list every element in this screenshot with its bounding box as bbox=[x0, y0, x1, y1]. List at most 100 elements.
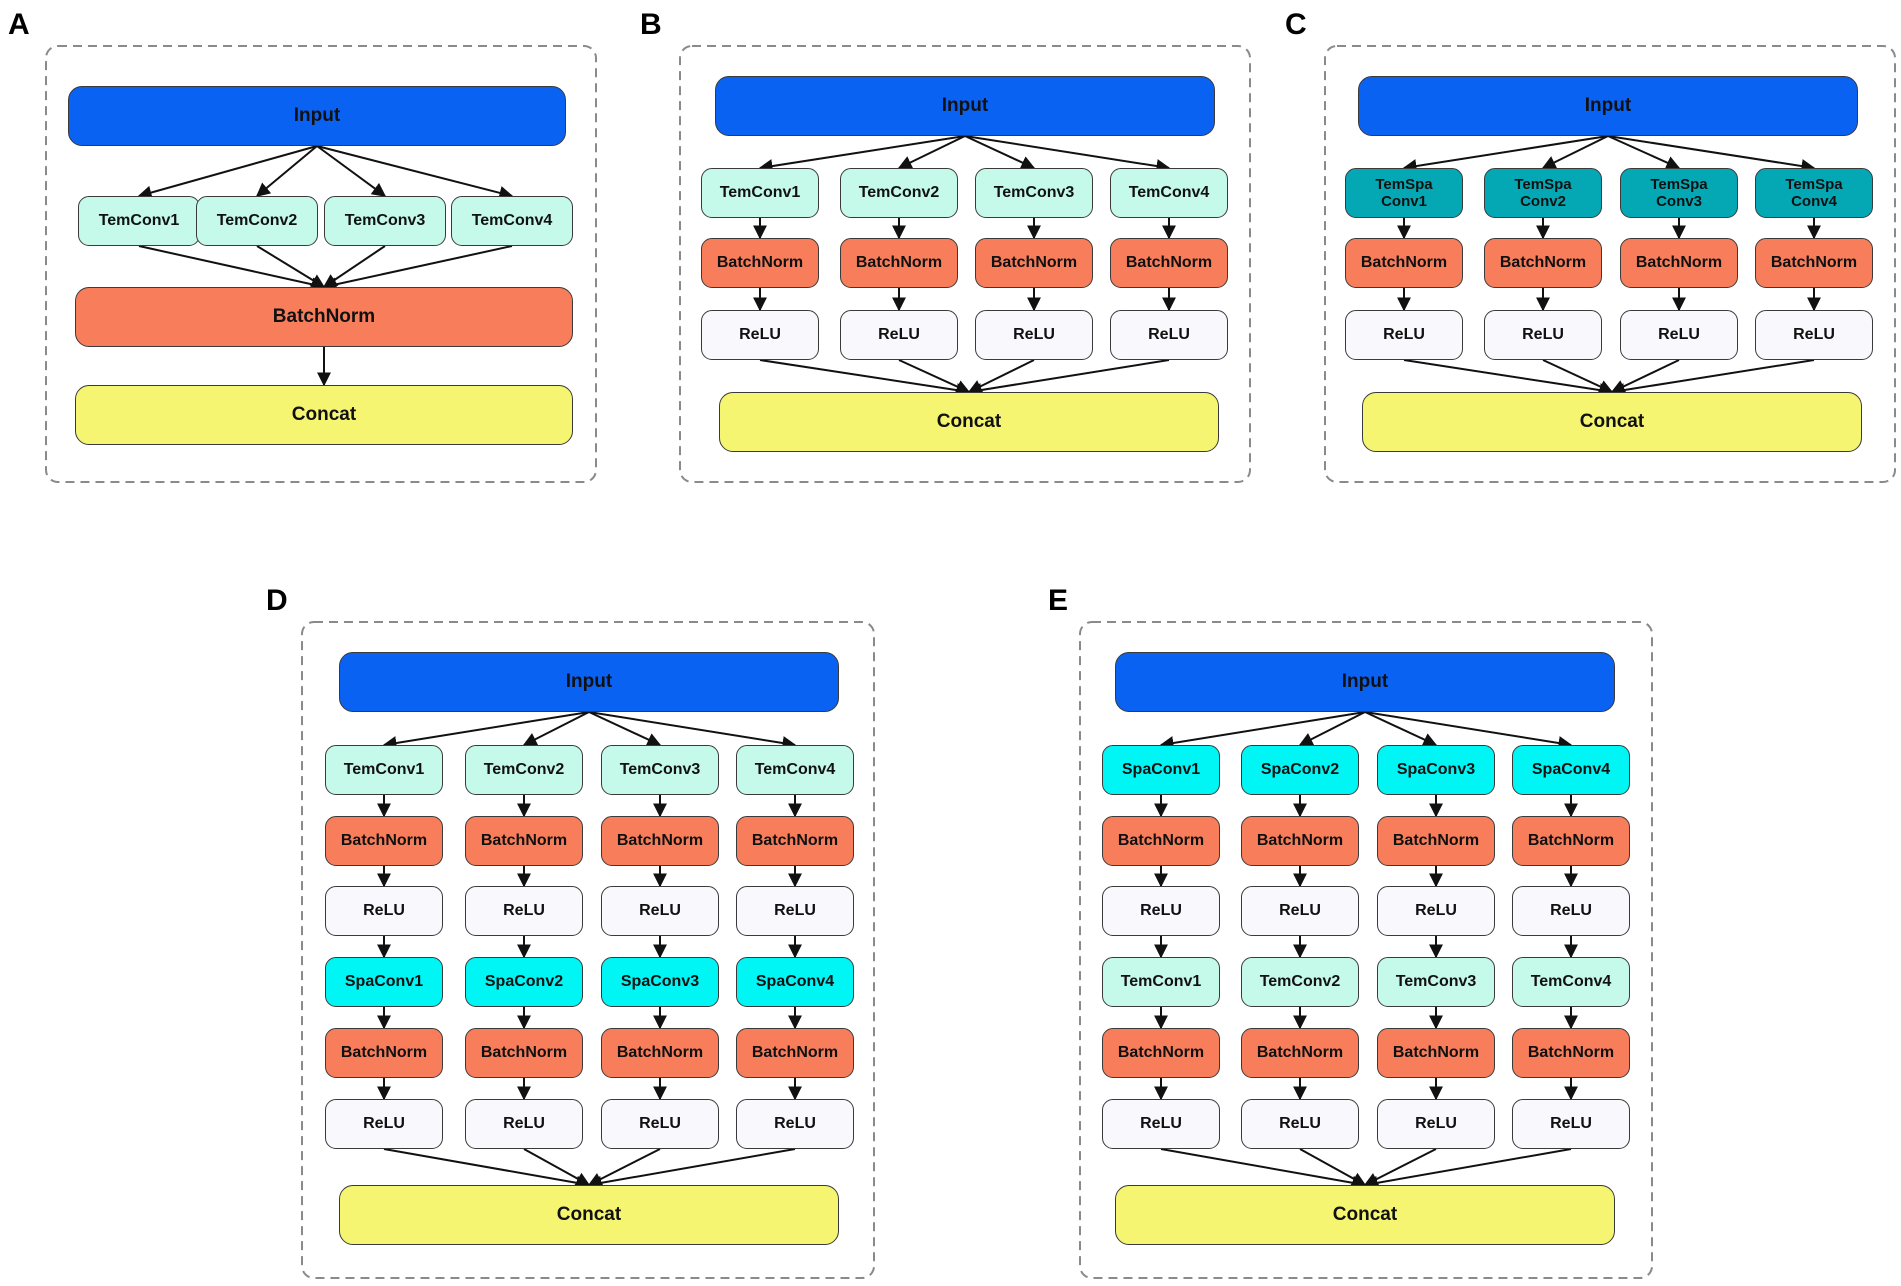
panel-c-frame bbox=[1324, 45, 1896, 483]
panel-d-relu-1-row3: ReLU bbox=[325, 886, 443, 936]
panel-c-arrow-input-to-col3 bbox=[1607, 135, 1681, 170]
panel-d-temconv-1-row1: TemConv1 bbox=[325, 745, 443, 795]
panel-e-batchnorm-2-row2: BatchNorm bbox=[1241, 816, 1359, 866]
panel-e-arrow-col1-to-concat bbox=[1160, 1148, 1367, 1190]
panel-c-batchnorm-3-row2: BatchNorm bbox=[1620, 238, 1738, 288]
panel-e-relu-3-row3: ReLU bbox=[1377, 886, 1495, 936]
panel-e-temconv-3-row4: TemConv3 bbox=[1377, 957, 1495, 1007]
panel-c-relu-1-row3: ReLU bbox=[1345, 310, 1463, 360]
panel-e-relu-3-row6: ReLU bbox=[1377, 1099, 1495, 1149]
panel-b-temconv-1-row1: TemConv1 bbox=[701, 168, 819, 218]
panel-e-batchnorm-4-row2: BatchNorm bbox=[1512, 816, 1630, 866]
panel-e-spaconv-1-row1: SpaConv1 bbox=[1102, 745, 1220, 795]
panel-a-label: A bbox=[8, 8, 30, 41]
panel-a-arrow-col4-to-batchnorm bbox=[322, 245, 513, 292]
panel-d-batchnorm-2-row2: BatchNorm bbox=[465, 816, 583, 866]
panel-e-batchnorm-2-row5: BatchNorm bbox=[1241, 1028, 1359, 1078]
panel-d-arrow-col2-to-concat bbox=[523, 1148, 591, 1186]
panel-b-batchnorm-4-row2: BatchNorm bbox=[1110, 238, 1228, 288]
panel-d-arrow-input-to-col3 bbox=[588, 711, 662, 747]
panel-e-input: Input bbox=[1115, 652, 1615, 712]
panel-e-spaconv-2-row1: SpaConv2 bbox=[1241, 745, 1359, 795]
panel-e-batchnorm-1-row2: BatchNorm bbox=[1102, 816, 1220, 866]
panel-e-batchnorm-3-row2: BatchNorm bbox=[1377, 816, 1495, 866]
panel-c-temspaconv-3-row1: TemSpa Conv3 bbox=[1620, 168, 1738, 218]
panel-d-relu-2-row6: ReLU bbox=[465, 1099, 583, 1149]
panel-a-temconv-4-row1: TemConv4 bbox=[451, 196, 573, 246]
panel-d-arrow-input-to-col1 bbox=[382, 711, 590, 750]
panel-b-frame bbox=[679, 45, 1251, 483]
panel-a-temconv-1-row1: TemConv1 bbox=[78, 196, 200, 246]
panel-d-concat: Concat bbox=[339, 1185, 839, 1245]
panel-c-arrow-col1-to-concat bbox=[1403, 359, 1614, 398]
panel-b-arrow-input-to-col4 bbox=[964, 135, 1171, 173]
panel-b-batchnorm-1-row2: BatchNorm bbox=[701, 238, 819, 288]
panel-d-relu-2-row3: ReLU bbox=[465, 886, 583, 936]
panel-e-temconv-4-row4: TemConv4 bbox=[1512, 957, 1630, 1007]
panel-e-spaconv-3-row1: SpaConv3 bbox=[1377, 745, 1495, 795]
panel-c-arrow-input-to-col2 bbox=[1541, 135, 1609, 169]
panel-e-spaconv-4-row1: SpaConv4 bbox=[1512, 745, 1630, 795]
panel-c-temspaconv-1-row1: TemSpa Conv1 bbox=[1345, 168, 1463, 218]
panel-d-relu-4-row6: ReLU bbox=[736, 1099, 854, 1149]
panel-e-arrow-input-to-col2 bbox=[1298, 711, 1366, 746]
panel-d-arrow-input-to-col2 bbox=[522, 711, 590, 746]
panel-a-arrow-input-to-col2 bbox=[255, 145, 318, 197]
panel-b-relu-3-row3: ReLU bbox=[975, 310, 1093, 360]
panel-e-arrow-input-to-col4 bbox=[1364, 711, 1573, 750]
panel-e-batchnorm-4-row5: BatchNorm bbox=[1512, 1028, 1630, 1078]
panel-b-arrow-col1-to-concat bbox=[759, 359, 971, 398]
panel-a-frame bbox=[45, 45, 597, 483]
panel-d-batchnorm-4-row2: BatchNorm bbox=[736, 816, 854, 866]
panel-e-batchnorm-1-row5: BatchNorm bbox=[1102, 1028, 1220, 1078]
panel-a-temconv-3-row1: TemConv3 bbox=[324, 196, 446, 246]
panel-d-temconv-3-row1: TemConv3 bbox=[601, 745, 719, 795]
panel-d-relu-4-row3: ReLU bbox=[736, 886, 854, 936]
panel-d-frame bbox=[301, 621, 875, 1279]
panel-c-arrow-col4-to-concat bbox=[1610, 359, 1815, 397]
panel-c-relu-2-row3: ReLU bbox=[1484, 310, 1602, 360]
panel-e-relu-2-row6: ReLU bbox=[1241, 1099, 1359, 1149]
panel-a-arrow-input-to-col1 bbox=[137, 145, 318, 200]
panel-c-arrow-input-to-col1 bbox=[1402, 135, 1609, 173]
panel-c-arrow-col2-to-concat bbox=[1542, 359, 1614, 394]
panel-a-arrow-input-to-col3 bbox=[316, 145, 387, 197]
panel-c-concat: Concat bbox=[1362, 392, 1862, 452]
panel-c-temspaconv-4-row1: TemSpa Conv4 bbox=[1755, 168, 1873, 218]
panel-c-relu-4-row3: ReLU bbox=[1755, 310, 1873, 360]
panel-b-label: B bbox=[640, 8, 662, 41]
panel-e-relu-2-row3: ReLU bbox=[1241, 886, 1359, 936]
panel-a-concat: Concat bbox=[75, 385, 573, 445]
panel-c-input: Input bbox=[1358, 76, 1858, 136]
panel-a-temconv-2-row1: TemConv2 bbox=[196, 196, 318, 246]
panel-d-arrow-input-to-col4 bbox=[588, 711, 797, 750]
panel-b-batchnorm-3-row2: BatchNorm bbox=[975, 238, 1093, 288]
panel-b-batchnorm-2-row2: BatchNorm bbox=[840, 238, 958, 288]
panel-e-arrow-input-to-col3 bbox=[1364, 711, 1438, 747]
panel-d-spaconv-1-row4: SpaConv1 bbox=[325, 957, 443, 1007]
panel-b-arrow-input-to-col1 bbox=[758, 135, 966, 173]
panel-b-temconv-3-row1: TemConv3 bbox=[975, 168, 1093, 218]
panel-b-input: Input bbox=[715, 76, 1215, 136]
panel-b-relu-4-row3: ReLU bbox=[1110, 310, 1228, 360]
panel-c-temspaconv-2-row1: TemSpa Conv2 bbox=[1484, 168, 1602, 218]
panel-d-batchnorm-3-row5: BatchNorm bbox=[601, 1028, 719, 1078]
panel-d-spaconv-2-row4: SpaConv2 bbox=[465, 957, 583, 1007]
panel-c-batchnorm-1-row2: BatchNorm bbox=[1345, 238, 1463, 288]
panel-d-temconv-2-row1: TemConv2 bbox=[465, 745, 583, 795]
panel-c-batchnorm-4-row2: BatchNorm bbox=[1755, 238, 1873, 288]
panel-b-arrow-input-to-col3 bbox=[964, 135, 1036, 170]
panel-b-temconv-2-row1: TemConv2 bbox=[840, 168, 958, 218]
panel-e-relu-4-row6: ReLU bbox=[1512, 1099, 1630, 1149]
panel-d-batchnorm-2-row5: BatchNorm bbox=[465, 1028, 583, 1078]
panel-e-arrow-col2-to-concat bbox=[1299, 1148, 1367, 1186]
panel-c-batchnorm-2-row2: BatchNorm bbox=[1484, 238, 1602, 288]
panel-c-arrow-input-to-col4 bbox=[1607, 135, 1816, 173]
panel-d-batchnorm-4-row5: BatchNorm bbox=[736, 1028, 854, 1078]
panel-a-arrow-col2-to-batchnorm bbox=[256, 245, 326, 288]
panel-b-arrow-col2-to-concat bbox=[898, 359, 971, 394]
panel-e-relu-1-row3: ReLU bbox=[1102, 886, 1220, 936]
panel-c-label: C bbox=[1285, 8, 1307, 41]
